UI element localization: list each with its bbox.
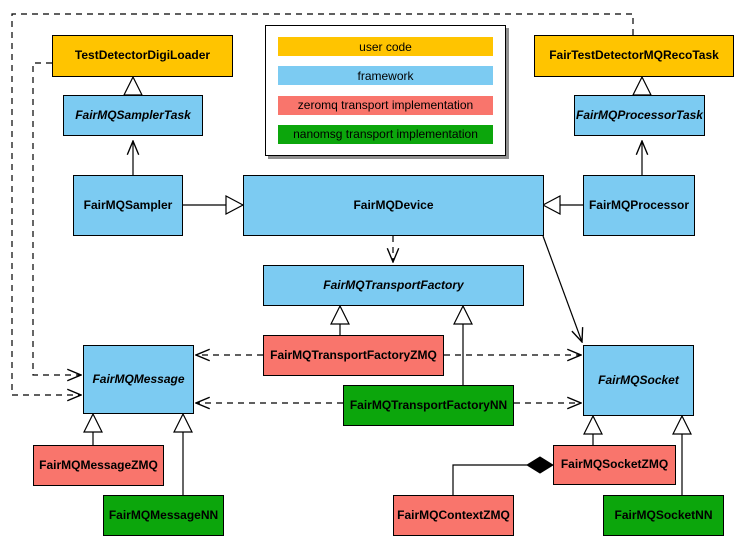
edge-contextzmq-to-socketzmq <box>452 464 527 495</box>
edge-recotask-to-message <box>11 13 634 395</box>
triangle-into-device-left <box>225 195 245 215</box>
node-fairmqtransportfactorynn: FairMQTransportFactoryNN <box>343 385 514 426</box>
node-fairmqsamplertask: FairMQSamplerTask <box>63 95 203 136</box>
node-fairmqtransportfactoryzmq: FairMQTransportFactoryZMQ <box>263 335 444 376</box>
node-fairmqtransportfactory: FairMQTransportFactory <box>263 265 524 306</box>
triangle-into-recotask <box>632 75 652 96</box>
triangle-into-digiloader <box>123 75 143 96</box>
node-fairmqdevice: FairMQDevice <box>243 175 544 236</box>
node-fairmqmessagenn: FairMQMessageNN <box>103 495 224 536</box>
edge-device-to-socket <box>542 235 582 342</box>
node-fairmqprocessor: FairMQProcessor <box>583 175 695 236</box>
node-fairmqprocessortask: FairMQProcessorTask <box>574 95 705 136</box>
triangle-into-factory-left <box>330 304 350 325</box>
node-fairmqsocketnn: FairMQSocketNN <box>603 495 724 536</box>
node-fairmqsocketzmq: FairMQSocketZMQ <box>553 445 676 485</box>
node-fairmqmessagezmq: FairMQMessageZMQ <box>33 445 164 486</box>
edge-digiloader-to-message <box>32 62 81 375</box>
triangle-into-message-left <box>83 412 103 433</box>
triangle-into-factory-right <box>453 304 473 325</box>
legend-item-user-code: user code <box>278 37 493 56</box>
triangle-into-socket-left <box>583 414 603 435</box>
composition-diamond-icon <box>526 456 554 474</box>
node-fairmqsocket: FairMQSocket <box>583 345 694 416</box>
legend-item-framework: framework <box>278 66 493 86</box>
node-fairmqmessage: FairMQMessage <box>83 345 194 414</box>
triangle-into-device-right <box>541 195 561 215</box>
legend: user code framework zeromq transport imp… <box>265 25 506 156</box>
triangle-into-message-right <box>173 412 193 433</box>
node-fairtestdetectormqrecotask: FairTestDetectorMQRecoTask <box>534 35 734 77</box>
node-fairmqcontextzmq: FairMQContextZMQ <box>393 495 514 536</box>
node-fairmqsampler: FairMQSampler <box>73 175 183 236</box>
node-testdetectordigiloader: TestDetectorDigiLoader <box>52 35 233 77</box>
legend-item-nanomsg: nanomsg transport implementation <box>278 124 493 144</box>
legend-item-zeromq: zeromq transport implementation <box>278 95 493 115</box>
triangle-into-socket-right <box>672 414 692 435</box>
